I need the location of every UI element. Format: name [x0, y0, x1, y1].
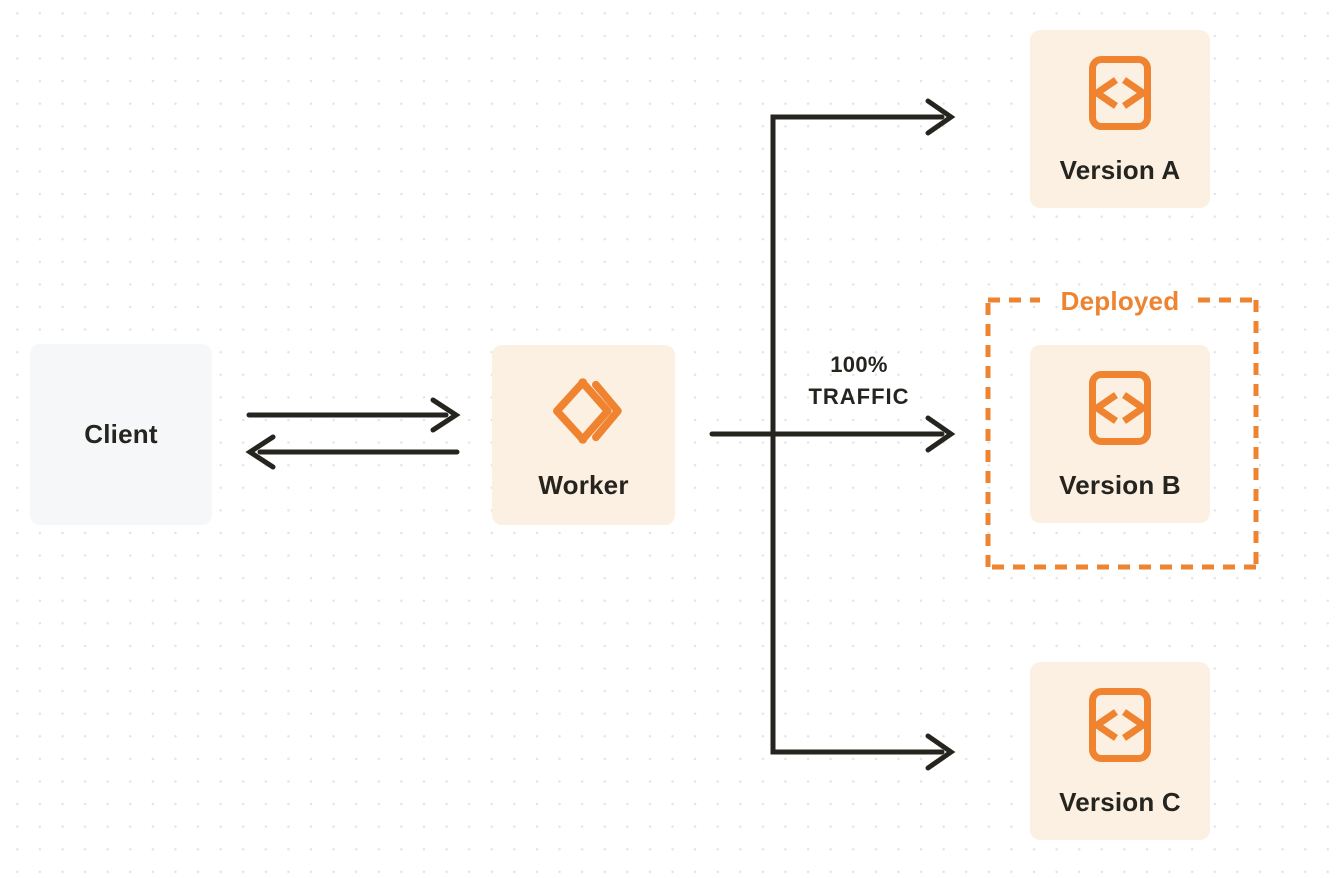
version-a-label: Version A [1059, 155, 1181, 185]
node-client: Client [30, 344, 212, 525]
traffic-percent-label: 100% [830, 352, 888, 377]
node-worker: Worker [492, 345, 675, 525]
code-file-icon [1088, 55, 1152, 131]
version-b-label: Version B [1059, 470, 1181, 500]
deployed-group-label: Deployed [1060, 286, 1180, 316]
node-version-a: Version A [1030, 30, 1210, 208]
code-file-icon [1088, 687, 1152, 763]
arrow-branch-trunk [770, 114, 945, 755]
traffic-edge-label: 100% TRAFFIC [776, 350, 942, 412]
node-version-c: Version C [1030, 662, 1210, 840]
node-version-b: Version B [1030, 345, 1210, 523]
code-file-icon [1088, 370, 1152, 446]
arrow-to-version-c [925, 733, 956, 771]
worker-label: Worker [538, 470, 629, 500]
client-label: Client [84, 419, 158, 449]
arrow-client-to-worker [246, 397, 461, 433]
workers-logo-icon [545, 372, 623, 450]
arrow-worker-to-client [245, 434, 460, 470]
arrow-to-version-a [925, 98, 956, 136]
version-c-label: Version C [1059, 787, 1181, 817]
traffic-word-label: TRAFFIC [808, 384, 910, 409]
arrow-to-version-b [709, 415, 956, 453]
